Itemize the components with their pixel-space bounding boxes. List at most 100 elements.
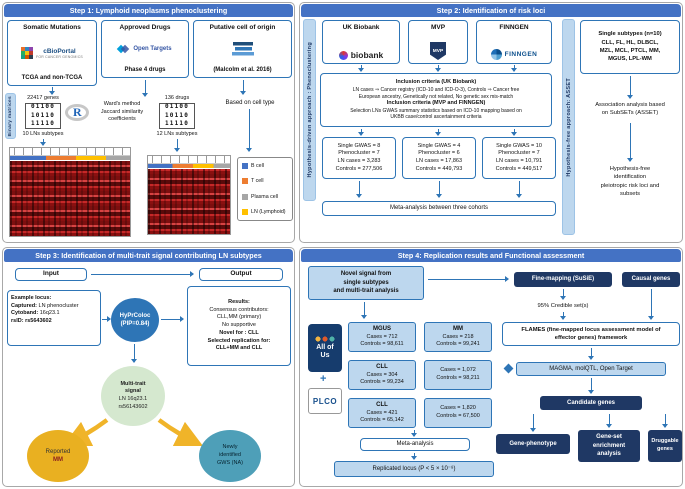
hyprcoloc-text: HyPrColoc (PIP=0.84): [119, 312, 151, 327]
cbioportal-grid-icon: [21, 47, 33, 60]
criteria-line-2: European ancestry, Genetically not relat…: [358, 93, 514, 100]
gwas1-line4: Controls = 277,506: [335, 165, 383, 172]
meta-analysis-box: Meta-analysis between three cohorts: [322, 201, 556, 216]
ln-label: LN (Lymphoid): [251, 208, 286, 215]
somatic-caption: TCGA and non-TCGA: [21, 74, 83, 81]
cytoband-value: 16q23.1: [39, 310, 60, 317]
plus-diamond-icon: [503, 363, 514, 374]
mgus-controls: Controls = 98,611: [360, 341, 404, 348]
arrow-gwas1-meta: [356, 181, 363, 198]
cbioportal-subtitle: FOR CANCER GENOMICS: [36, 54, 83, 59]
gwas3-line4: Controls = 449,517: [495, 165, 543, 172]
replicated-locus-label: Replicated locus (P < 5 × 10⁻⁸): [372, 465, 456, 472]
results-line7: CLL+MM and CLL: [215, 345, 263, 352]
example-row-cytoband: Cytoband: 16q23.1: [11, 310, 97, 318]
novel-signal-text: Novel signal from single subtypes and mu…: [333, 271, 399, 295]
mvp-title: MVP: [430, 24, 446, 31]
arrow-input-hyprcoloc: [102, 316, 111, 323]
cll-aou-controls: Controls = 99,234: [360, 379, 404, 386]
mm-cases: Cases = 218: [442, 333, 474, 340]
arrow-criteria-gwas3: [511, 129, 518, 136]
credible-set-note: 95% Credible set(s): [537, 303, 589, 309]
cll-aou-title: CLL: [376, 364, 388, 371]
magma-box: MAGMA, molQTL, Open Target: [516, 362, 666, 376]
cbioportal-logo: cBioPortal FOR CANCER GENOMICS: [21, 47, 83, 60]
results-line6: Selected replication for:: [207, 337, 271, 344]
finngen-logo: FINNGEN: [490, 49, 538, 60]
candidate-genes-box: Candidate genes: [540, 396, 642, 410]
gwas-box-mvp: Single GWAS = 4 Phenocluster = 6 LN case…: [402, 137, 476, 179]
cell-type-legend: B cell T cell Plasma cell LN (Lymphoid): [237, 157, 293, 221]
rsid-value: rs5643602: [25, 318, 52, 325]
criteria-heading-1: Inclusion criteria (UK Biobank): [395, 79, 477, 86]
results-line2: Consensus contributors:: [209, 306, 269, 313]
panel-step3: Step 3: Identification of multi-trait si…: [2, 247, 295, 487]
open-targets-icon: [118, 44, 130, 54]
arrow-hyprcoloc-multitrait: [131, 344, 138, 363]
arrow-cohorts-meta: [411, 430, 418, 437]
flames-text: FLAMES (fine-mapped locus assessment mod…: [521, 326, 661, 341]
heatmap-drugs: [147, 155, 231, 235]
criteria-line-1: LN cases ⇒ Cancer registry (ICD-10 and I…: [352, 87, 520, 93]
input-label: Input: [43, 270, 59, 278]
t-cell-label: T cell: [251, 178, 264, 185]
drugs-title: Approved Drugs: [119, 24, 171, 31]
newly-identified-circle: Newly identified GWS (NA): [199, 430, 261, 482]
open-targets-name: Open Targets: [133, 46, 172, 53]
arrow-mvp-criteria: [435, 65, 442, 72]
results-line5: Novel for : CLL: [219, 329, 259, 336]
cohort-box-mm: MM Cases = 218 Controls = 99,241: [424, 322, 492, 352]
druggable-genes-box: Druggable genes: [648, 430, 682, 462]
heatmap-genes: [9, 147, 131, 237]
b-cell-swatch: [242, 163, 248, 169]
t-cell-swatch: [242, 178, 248, 185]
cohort-box-4: Cases = 1,072 Controls = 98,211: [424, 360, 492, 390]
arrow-causal-flames: [648, 289, 655, 320]
cohort-box-mgus: MGUS Cases = 712 Controls = 98,611: [348, 322, 416, 352]
gene-phenotype-box: Gene-phenotype: [496, 434, 570, 454]
output-label: Output: [230, 270, 252, 278]
causal-genes-label: Causal genes: [631, 276, 671, 283]
ukbiobank-box: UK Biobank biobank: [322, 20, 400, 64]
step3-header: Step 3: Identification of multi-trait si…: [4, 249, 293, 262]
results-line1: Results:: [228, 299, 250, 306]
arrow-hyprcoloc-output: [161, 316, 184, 323]
finngen-box: FINNGEN FINNGEN: [476, 20, 552, 64]
drugs-count-label: 136 drugs: [164, 95, 190, 101]
fine-mapping-box: Fine-mapping (SuSiE): [514, 272, 612, 287]
arrow-criteria-gwas2: [435, 129, 442, 136]
gwas-box-finngen: Single GWAS = 10 Phenocluster = 7 LN cas…: [482, 137, 556, 179]
genes-binary-matrix: 01100 10110 11110: [25, 103, 61, 129]
output-label-box: Output: [199, 268, 283, 281]
gwas1-line2: Phenocluster = 7: [338, 150, 380, 157]
criteria-line-3: Selection LNs GWAS summary statistics ba…: [350, 107, 522, 114]
class-colorbar-drugs: [148, 164, 230, 168]
gwas2-line4: Controls = 449,793: [415, 165, 463, 172]
example-row-captured: Captured: LN phenocluster: [11, 303, 97, 311]
cohort-box-6: Cases = 1,820 Controls = 67,500: [424, 398, 492, 428]
hypothesis-free-label: Hypothesis-free approach: ASSET: [565, 77, 572, 177]
mvp-shield-icon: MVP: [430, 42, 446, 60]
arrow-candidate-geneset: [606, 414, 613, 428]
gene-set-box: Gene-set enrichment analysis: [578, 430, 640, 462]
legend-item-t-cell: T cell: [242, 178, 288, 185]
panel-step4: Step 4: Replication results and Function…: [299, 247, 683, 487]
cbioportal-name: cBioPortal: [43, 47, 76, 55]
cll-plco-cases: Cases = 421: [366, 409, 398, 416]
somatic-mutations-box: Somatic Mutations cBioPortal FOR CANCER …: [7, 20, 97, 86]
example-locus-title: Example locus:: [11, 295, 52, 301]
legend-item-plasma-cell: Plasma cell: [242, 193, 288, 200]
cell-type-note: Based on cell type: [225, 100, 275, 106]
arrow-celltype-legend: [246, 109, 253, 152]
gwas1-line1: Single GWAS = 8: [337, 142, 381, 149]
origin-title: Putative cell of origin: [209, 24, 276, 31]
cell-origin-box: Putative cell of origin (Malcolm et al. …: [193, 20, 292, 78]
rsid-label: rsID:: [11, 318, 24, 325]
drugs-subtypes-label: 12 LNs subtypes: [156, 131, 198, 137]
genes-subtypes-label: 10 LNs subtypes: [22, 131, 64, 137]
single-subtypes-text: Single subtypes (n=10) CLL, FL, HL, DLBC…: [598, 31, 662, 63]
ln-swatch: [242, 208, 248, 215]
multi-trait-sub: LN 16q23.1 rs56143602: [118, 396, 148, 410]
asset-note: Association analysis based on SubSETs (A…: [595, 102, 665, 117]
